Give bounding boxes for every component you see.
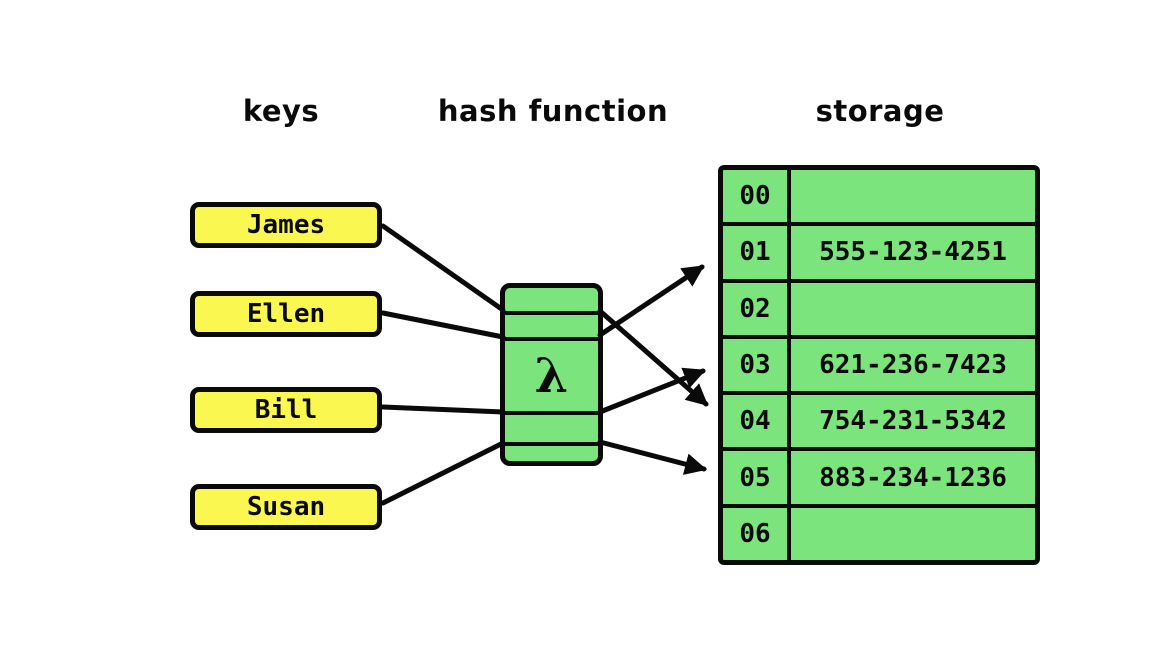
table-row-03: 03 621-236-7423: [723, 338, 1035, 396]
table-row-06: 06: [723, 507, 1035, 560]
hash-slot-divider-1: [505, 311, 598, 315]
line-bill-to-hash: [380, 404, 506, 415]
row-index: 04: [723, 395, 791, 448]
row-value: 621-236-7423: [819, 349, 1007, 380]
row-value: [791, 170, 1035, 222]
hash-function-box: λ: [500, 283, 603, 466]
row-value: [791, 508, 1035, 560]
table-row-00: 00: [723, 170, 1035, 227]
lambda-symbol: λ: [534, 348, 569, 404]
key-label-susan: Susan: [246, 492, 326, 522]
header-hash-function: hash function: [437, 94, 669, 128]
row-index: 01: [723, 226, 791, 279]
arrow-hash-to-row-03: [597, 367, 706, 415]
key-box-james: James: [190, 202, 382, 248]
hash-slot-divider-4: [505, 442, 598, 446]
arrow-hash-to-row-04: [597, 308, 709, 407]
line-ellen-to-hash: [380, 310, 506, 340]
table-row-04: 04 754-231-5342: [723, 395, 1035, 452]
header-keys: keys: [242, 94, 320, 128]
arrow-hash-to-row-05: [597, 439, 707, 475]
row-index: 00: [723, 170, 791, 223]
key-box-bill: Bill: [190, 387, 382, 433]
row-index: 02: [723, 282, 791, 335]
hash-slot-divider-3: [505, 411, 598, 415]
header-storage: storage: [815, 94, 945, 128]
row-index: 03: [723, 338, 791, 392]
row-value: 555-123-4251: [819, 237, 1007, 268]
storage-table: 00 01 555-123-4251 02 03 621-236-7423 04…: [718, 165, 1040, 565]
key-label-bill: Bill: [254, 395, 318, 425]
table-row-02: 02: [723, 282, 1035, 339]
row-value: 883-234-1236: [819, 462, 1007, 493]
row-value: [791, 283, 1035, 335]
table-row-01: 01 555-123-4251: [723, 226, 1035, 283]
key-label-james: James: [246, 210, 326, 240]
key-label-ellen: Ellen: [246, 299, 326, 329]
row-value: 754-231-5342: [819, 406, 1007, 437]
line-susan-to-hash: [380, 440, 506, 506]
key-box-susan: Susan: [190, 484, 382, 530]
arrow-hash-to-row-01: [597, 264, 705, 338]
line-james-to-hash: [380, 223, 506, 313]
row-index: 05: [723, 451, 791, 504]
hash-slot-divider-2: [505, 337, 598, 341]
table-row-05: 05 883-234-1236: [723, 451, 1035, 508]
row-index: 06: [723, 507, 791, 560]
key-box-ellen: Ellen: [190, 291, 382, 337]
